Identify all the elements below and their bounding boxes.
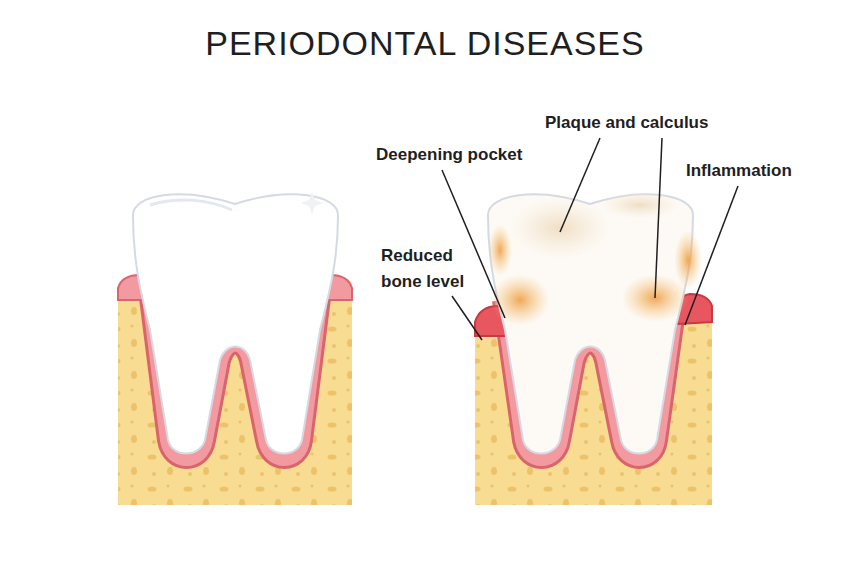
part-label: Reduced bone level <box>381 243 481 295</box>
healthy-tooth <box>118 192 352 505</box>
part-label: Plaque and calculus <box>545 110 708 136</box>
part-label: Inflammation <box>686 158 792 184</box>
diseased-tooth <box>475 191 712 505</box>
diagram-title: PERIODONTAL DISEASES <box>0 24 850 63</box>
part-label: Deepening pocket <box>376 142 522 168</box>
